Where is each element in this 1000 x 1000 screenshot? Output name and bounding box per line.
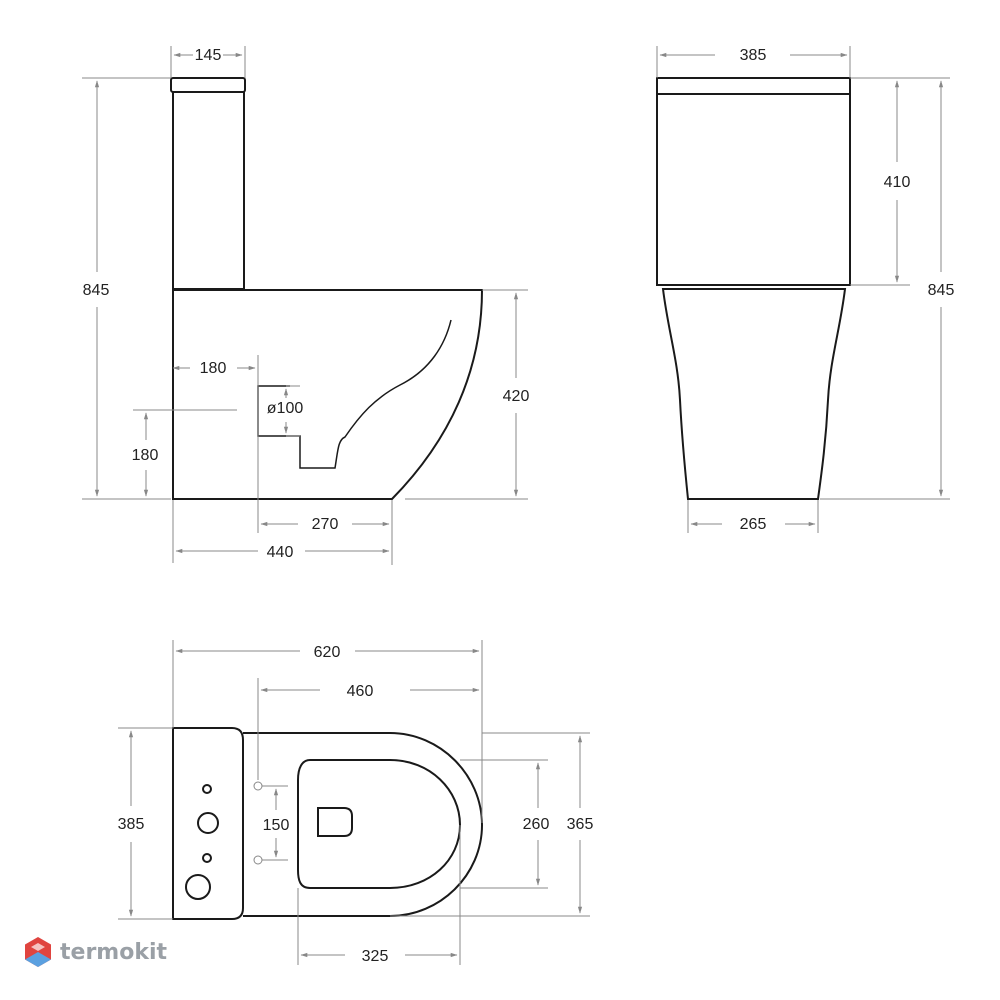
- side-view-labels: 145 845 180 ø100 180 420 270 440: [83, 47, 530, 561]
- side-tank-lid: [170, 77, 246, 93]
- top-seat-outline: [297, 759, 462, 889]
- top-width-label: 385: [118, 816, 145, 833]
- hexagon-logo-icon: [25, 937, 51, 967]
- front-bowl-outline: [661, 288, 847, 500]
- top-button-large: [197, 812, 219, 834]
- top-bowl-width-label: 365: [567, 816, 594, 833]
- front-width-label: 385: [740, 47, 767, 64]
- top-view-fixing-points: [253, 781, 263, 865]
- front-base-width-label: 265: [740, 516, 767, 533]
- side-depth-label: 440: [267, 544, 294, 561]
- top-fixing-spacing-label: 150: [263, 817, 290, 834]
- front-view-dimensions: [656, 46, 950, 533]
- top-seat-cutout: [317, 807, 353, 837]
- side-view-dimensions: [82, 46, 528, 565]
- front-tank-body: [656, 93, 851, 286]
- top-bowl-outline: [243, 732, 484, 917]
- top-tank-outline: [172, 727, 244, 920]
- brand-name: termokit: [60, 939, 168, 965]
- side-bowl-outline: [172, 289, 484, 500]
- side-view: [170, 77, 484, 500]
- side-outlet-diameter-label: ø100: [267, 400, 304, 417]
- side-tank-body: [172, 91, 245, 290]
- side-outlet-distance-label: 270: [312, 516, 339, 533]
- side-tank-width-label: 145: [195, 47, 222, 64]
- top-fixing-point-1: [253, 781, 263, 791]
- side-outlet-height-label: 180: [132, 447, 159, 464]
- side-bowl-height-label: 420: [503, 388, 530, 405]
- front-tank-lid: [656, 77, 851, 95]
- top-fixing-point-2: [253, 855, 263, 865]
- top-seat-length-label: 325: [362, 948, 389, 965]
- top-view: [172, 727, 484, 920]
- top-view-labels: 620 460 385 150 260 365 325: [118, 644, 594, 965]
- front-view-labels: 385 410 845 265: [740, 47, 955, 533]
- front-view: [656, 77, 851, 500]
- top-view-dimensions: [118, 640, 590, 965]
- brand-logo: termokit: [24, 936, 167, 968]
- side-total-height-label: 845: [83, 282, 110, 299]
- side-outlet-offset-label: 180: [200, 360, 227, 377]
- top-total-length-label: 620: [314, 644, 341, 661]
- top-bowl-length-label: 460: [347, 683, 374, 700]
- front-total-height-label: 845: [928, 282, 955, 299]
- top-seat-width-label: 260: [523, 816, 550, 833]
- top-small-hole-2: [202, 853, 212, 863]
- front-tank-height-label: 410: [884, 174, 911, 191]
- top-button-xlarge: [185, 874, 211, 900]
- top-small-hole-1: [202, 784, 212, 794]
- side-trapway: [257, 319, 452, 469]
